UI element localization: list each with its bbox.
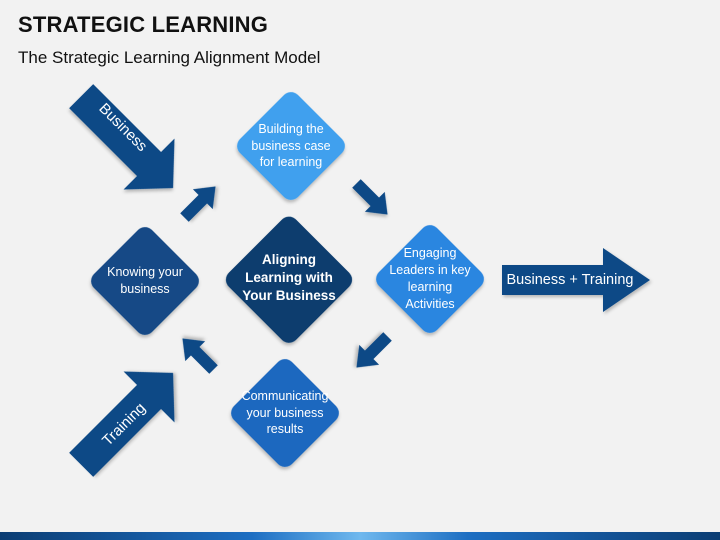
- business-input-arrow: [69, 84, 175, 190]
- node-top-label: Building the business case for learning: [251, 121, 331, 170]
- output-arrow-label: Business + Training: [506, 272, 634, 288]
- cycle-arrow-down-left: [356, 332, 392, 368]
- node-center-label: Aligning Learning with Your Business: [242, 251, 336, 304]
- bottom-accent-bar: [0, 532, 720, 540]
- cycle-arrow-up-left: [182, 338, 218, 374]
- node-bottom-label: Communicating your business results: [241, 388, 329, 437]
- page-title: STRATEGIC LEARNING: [18, 12, 269, 37]
- node-left-label: Knowing your business: [107, 265, 183, 296]
- node-right-label: Engaging Leaders in key learning Activit…: [389, 246, 471, 311]
- diamond-center: [225, 216, 353, 343]
- diamond-bottom: [231, 359, 339, 467]
- diamond-top: [237, 92, 345, 200]
- page-subtitle: The Strategic Learning Alignment Model: [18, 48, 321, 67]
- cycle-arrow-down-right: [352, 179, 388, 215]
- cycle-arrow-up-right: [180, 186, 216, 222]
- diamond-left: [91, 227, 199, 335]
- diamond-right: [376, 225, 484, 333]
- output-arrow: [502, 248, 650, 312]
- training-input-arrow: [69, 371, 175, 477]
